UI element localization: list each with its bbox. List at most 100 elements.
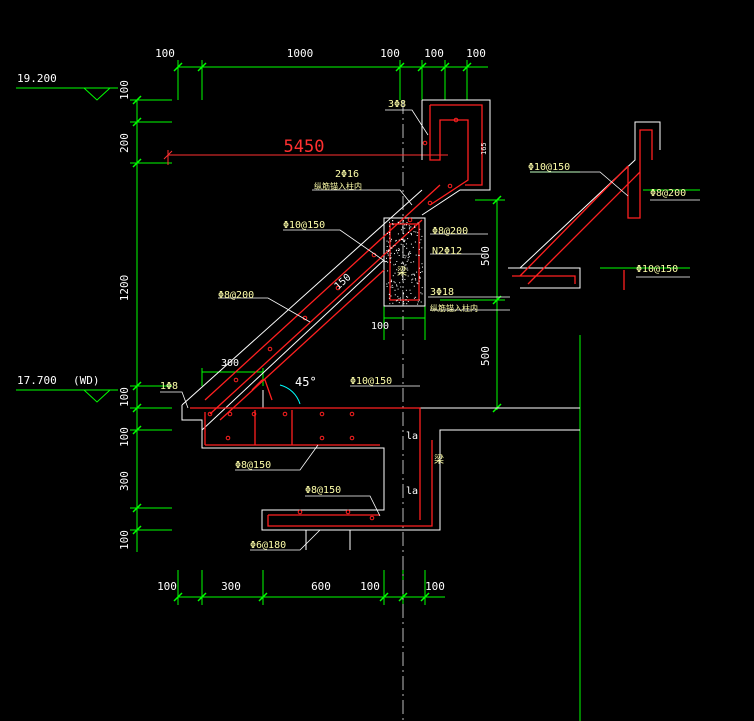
hatch-dot xyxy=(388,282,390,284)
hatch-dot xyxy=(402,282,404,284)
hatch-dot xyxy=(422,266,423,268)
hatch-dot xyxy=(407,269,409,271)
hatch-dot xyxy=(416,282,418,284)
hatch-dot xyxy=(386,260,387,262)
dim-top-2: 1000 xyxy=(287,47,314,60)
hatch-dot xyxy=(392,245,394,247)
hatch-dot xyxy=(389,245,391,247)
dim-left-2: 200 xyxy=(118,133,131,153)
hatch-dot xyxy=(415,279,417,281)
dim-bottom-2: 300 xyxy=(221,580,241,593)
label-stair-width: 300 xyxy=(221,358,239,369)
hatch-dot xyxy=(394,289,396,291)
hatch-dot xyxy=(402,226,404,228)
dim-left-3: 1200 xyxy=(118,275,131,302)
label-footing-bar-2: Φ8@150 xyxy=(305,485,341,496)
hatch-dot xyxy=(400,262,402,264)
hatch-dot xyxy=(409,251,411,253)
hatch-dot xyxy=(398,273,400,274)
bottom-dimension-texts: 100 300 600 100 100 xyxy=(157,580,445,593)
hatch-dot xyxy=(392,224,394,226)
hatch-dot xyxy=(408,253,410,255)
hatch-dot xyxy=(412,246,414,248)
hatch-dot xyxy=(407,257,409,259)
angle-arc xyxy=(279,384,301,405)
hatch-dot xyxy=(402,256,404,258)
hatch-dot xyxy=(414,274,416,276)
hatch-dot xyxy=(395,263,396,265)
level-lower: 17.700 xyxy=(17,374,57,387)
hatch-dot xyxy=(402,251,404,253)
hatch-dot xyxy=(415,254,417,256)
label-small-side: 165 xyxy=(480,142,488,155)
hatch-dot xyxy=(386,250,388,252)
hatch-dot xyxy=(396,284,397,286)
hatch-dot xyxy=(416,235,418,236)
hatch-dot xyxy=(392,220,394,222)
hatch-dot xyxy=(417,283,419,285)
hatch-dot xyxy=(396,285,398,287)
label-anchor-1: la xyxy=(406,431,418,442)
hatch-dot xyxy=(400,299,402,301)
rebar-labels: 3Φ8 2Φ16 纵筋锚入柱内 Φ10@150 Φ8@200 Φ8@200 N2… xyxy=(160,99,686,551)
hatch-dot xyxy=(390,252,392,254)
hatch-dot xyxy=(391,284,393,286)
dim-left-5: 100 xyxy=(118,427,131,447)
hatch-dot xyxy=(388,297,390,299)
hatch-dot xyxy=(410,252,412,254)
leader-lines xyxy=(160,109,700,551)
label-n2: N2Φ12 xyxy=(432,246,462,257)
hatch-dot xyxy=(407,254,409,256)
hatch-dot xyxy=(399,282,401,284)
hatch-dot xyxy=(409,227,411,229)
hatch-dot xyxy=(419,228,421,230)
hatch-dot xyxy=(417,303,419,305)
hatch-dot xyxy=(403,233,405,235)
hatch-dot xyxy=(413,273,415,275)
hatch-dot xyxy=(416,271,418,273)
hatch-dot xyxy=(419,276,420,278)
hatch-dot xyxy=(395,250,397,252)
hatch-dot xyxy=(390,261,391,263)
dim-bottom-4: 100 xyxy=(360,580,380,593)
dimension-lines xyxy=(16,60,581,721)
label-top-bars: 3Φ8 xyxy=(388,99,406,110)
hatch-dot xyxy=(415,231,417,233)
beam-section-hatch xyxy=(386,220,423,305)
hatch-dot xyxy=(389,221,390,223)
hatch-dot xyxy=(404,239,406,241)
hatch-dot xyxy=(398,222,400,224)
hatch-dot xyxy=(401,238,403,240)
hatch-dot xyxy=(408,228,410,230)
hatch-dot xyxy=(387,261,389,263)
hatch-dot xyxy=(406,222,408,223)
hatch-dot xyxy=(419,242,421,244)
hatch-dot xyxy=(400,297,401,299)
label-bottom-bars: 3Φ18 xyxy=(430,287,454,298)
hatch-dot xyxy=(400,286,402,288)
dim-bottom-3: 600 xyxy=(311,580,331,593)
hatch-dot xyxy=(404,224,406,226)
hatch-dot xyxy=(402,262,404,264)
hatch-dot xyxy=(418,254,420,256)
hatch-dot xyxy=(394,282,396,284)
hatch-dot xyxy=(405,299,407,301)
hatch-dot xyxy=(397,233,399,235)
hatch-dot xyxy=(396,249,398,251)
hatch-dot xyxy=(409,289,411,291)
label-beam-top-note: 纵筋锚入柱内 xyxy=(314,181,362,191)
hatch-dot xyxy=(392,275,394,277)
hatch-dot xyxy=(406,296,407,298)
label-anchor-2: la xyxy=(406,486,418,497)
dim-top-4: 100 xyxy=(424,47,444,60)
label-slab-bar: Φ10@150 xyxy=(283,220,325,231)
hatch-dot xyxy=(402,227,404,229)
hatch-dot xyxy=(400,243,402,245)
label-footing-bottom: Φ6@180 xyxy=(250,540,286,551)
hatch-dot xyxy=(398,239,400,241)
hatch-dot xyxy=(389,233,391,235)
left-dimension-texts: 100 200 1200 100 100 300 100 xyxy=(118,80,131,550)
hatch-dot xyxy=(421,235,423,237)
hatch-dot xyxy=(421,263,423,265)
hatch-dot xyxy=(389,237,391,239)
